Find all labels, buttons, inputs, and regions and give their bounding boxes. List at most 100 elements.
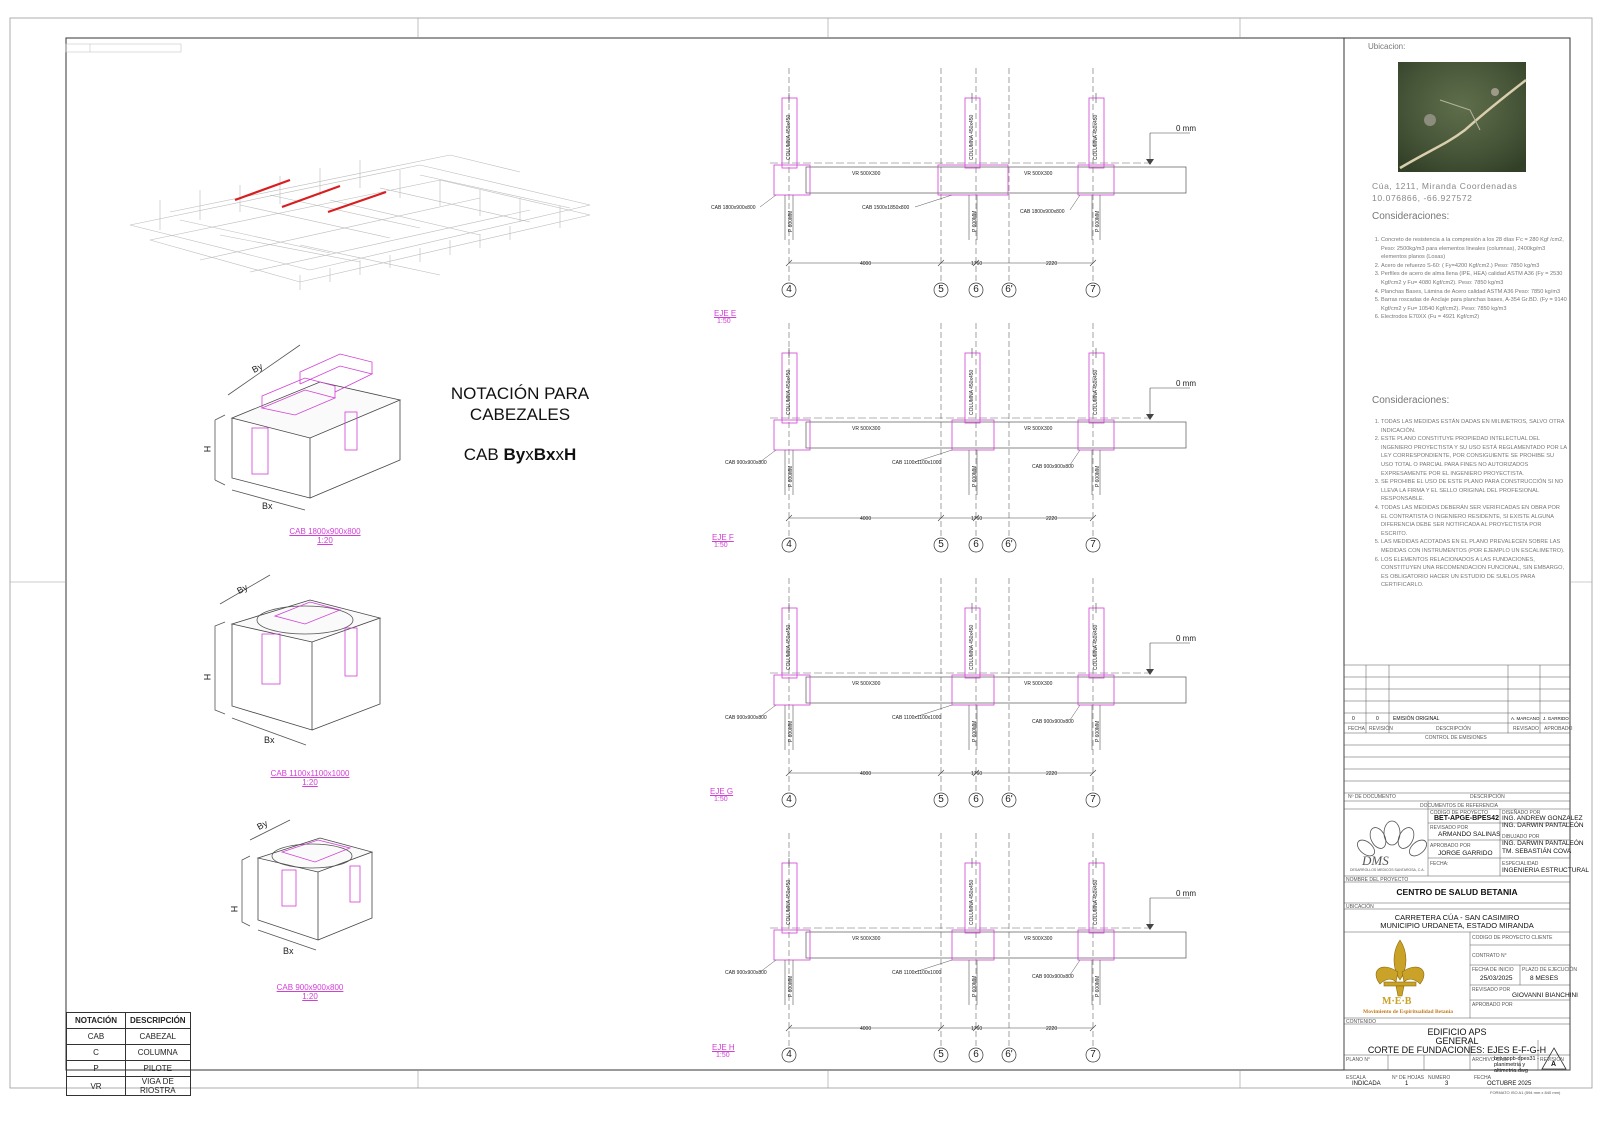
axis-bubble bbox=[1085, 537, 1101, 553]
emission-revisado: A. MARCANO bbox=[1511, 716, 1540, 721]
beam-label: VR 500X300 bbox=[1024, 936, 1053, 942]
column-label: COLUMNA 450x450 bbox=[969, 624, 975, 670]
axis-label: 7 bbox=[1090, 284, 1096, 295]
revision-triangle-icon bbox=[1541, 1047, 1567, 1070]
dimension-tick bbox=[1089, 1024, 1097, 1032]
legend-cell: PILOTE bbox=[125, 1060, 191, 1077]
axis-label: 4 bbox=[786, 539, 792, 550]
span-label: 2220 bbox=[1046, 516, 1058, 522]
emission-description: EMISIÓN ORIGINAL bbox=[1393, 716, 1440, 722]
revisado-value: ARMANDO SALINAS bbox=[1438, 831, 1501, 838]
emission-fecha: 0 bbox=[1352, 716, 1355, 722]
detail-3-scale: 1:20 bbox=[302, 992, 318, 1001]
dimension-tick bbox=[785, 259, 793, 267]
axis-label: 4 bbox=[786, 284, 792, 295]
dimension-tick bbox=[1089, 769, 1097, 777]
axis-bubble bbox=[968, 537, 984, 553]
dibujado-1: ING. DARWIN PANTALEÓN bbox=[1502, 840, 1584, 847]
section-3 bbox=[759, 833, 1190, 1063]
coords-line2: 10.076866, -66.927572 bbox=[1372, 193, 1473, 203]
list-item: Perfiles de acero de alma llena (IPE, HE… bbox=[1381, 270, 1567, 287]
archivo-label: ARCHIVO CAD bbox=[1472, 1057, 1507, 1063]
level-label: 0 mm bbox=[1176, 634, 1196, 643]
column bbox=[964, 607, 981, 679]
cabezal bbox=[773, 164, 811, 196]
project-name: CENTRO DE SALUD BETANIA bbox=[1396, 887, 1518, 897]
contenido-line2: GENERAL bbox=[1435, 1036, 1479, 1046]
section-scale: 1:50 bbox=[717, 318, 731, 325]
axis-label: 7 bbox=[1090, 539, 1096, 550]
span-label: 4000 bbox=[860, 516, 872, 522]
span-label: 4000 bbox=[860, 1026, 872, 1032]
consideraciones-1-title: Consideraciones: bbox=[1372, 211, 1450, 222]
column-label: COLUMNA 450x450 bbox=[786, 369, 792, 415]
dimension-tick bbox=[785, 514, 793, 522]
axis-label: 6' bbox=[1005, 1049, 1013, 1060]
contenido-label: CONTENIDO bbox=[1346, 1019, 1376, 1025]
pile-label: P 600MM bbox=[788, 210, 794, 232]
plazo-value: 8 MESES bbox=[1530, 975, 1559, 982]
leader-line bbox=[1069, 959, 1081, 976]
cabezal-right-label: CAB 900x900x800 bbox=[1032, 974, 1074, 980]
cod-cliente-label: CODIGO DE PROYECTO CLIENTE bbox=[1472, 935, 1553, 941]
beam-label: VR 500X300 bbox=[852, 171, 881, 177]
ubicacion-line1: CARRETERA CÚA - SAN CASIMIRO bbox=[1394, 913, 1520, 922]
ubicacion-line2: MUNICIPIO URDANETA, ESTADO MIRANDA bbox=[1380, 921, 1534, 930]
axis-label: 4 bbox=[786, 794, 792, 805]
aprobado2-label: APROBADO POR bbox=[1472, 1002, 1513, 1008]
sections-group bbox=[759, 68, 1190, 1063]
axis-bubble bbox=[781, 1047, 797, 1063]
contenido-line3: CORTE DE FUNDACIONES: EJES E-F-G-H bbox=[1367, 1045, 1547, 1055]
coords-line1: Cúa, 1211, Miranda Coordenadas bbox=[1372, 181, 1518, 191]
section-scale: 1:50 bbox=[716, 1052, 730, 1059]
fecha2-label: FECHA bbox=[1474, 1075, 1491, 1081]
cabezal-right-label: CAB 900x900x800 bbox=[1032, 464, 1074, 470]
hojas-label: N° DE HOJAS bbox=[1392, 1075, 1425, 1081]
fecha-inicio-value: 25/03/2025 bbox=[1480, 975, 1513, 982]
leader-line bbox=[759, 449, 777, 463]
column-label: COLUMNA 450x450 bbox=[1093, 114, 1099, 160]
leader-line bbox=[914, 959, 953, 973]
beam-label: VR 500X300 bbox=[1024, 426, 1053, 432]
cabezal-mid-label: CAB 1100x1100x1000 bbox=[892, 460, 942, 466]
formula-x2: x bbox=[555, 445, 564, 464]
axis-bubble bbox=[1001, 537, 1017, 553]
legend-cell: VR bbox=[66, 1076, 126, 1096]
section-title: EJE F bbox=[712, 533, 734, 542]
plano-label: PLANO N° bbox=[1346, 1057, 1370, 1063]
pile-label: P 600MM bbox=[788, 720, 794, 742]
cabezal-left-label: CAB 900x900x800 bbox=[725, 460, 767, 466]
leader-line bbox=[1069, 449, 1081, 466]
axis-label: 5 bbox=[938, 794, 944, 805]
coordinates-text: Cúa, 1211, Miranda Coordenadas 10.076866… bbox=[1372, 180, 1552, 204]
span-label: 2220 bbox=[1046, 1026, 1058, 1032]
axis-label: 6' bbox=[1005, 284, 1013, 295]
cabezal bbox=[773, 419, 811, 451]
dimension-tick bbox=[937, 514, 945, 522]
beam-vr bbox=[805, 166, 1187, 194]
span-label: 4000 bbox=[860, 771, 872, 777]
dimension-tick bbox=[972, 259, 980, 267]
cabezal-mid-label: CAB 1100x1100x1000 bbox=[892, 715, 942, 721]
detail-1-scale: 1:20 bbox=[317, 536, 333, 545]
level-label: 0 mm bbox=[1176, 889, 1196, 898]
leader-line bbox=[914, 194, 953, 208]
column-label: COLUMNA 450x450 bbox=[1093, 624, 1099, 670]
dim-bx-3: Bx bbox=[283, 946, 294, 956]
section-title: EJE G bbox=[710, 787, 734, 796]
axis-label: 5 bbox=[938, 1049, 944, 1060]
revision-value: A bbox=[1551, 1061, 1557, 1068]
leader-line bbox=[759, 959, 777, 973]
formula-bx: Bx bbox=[533, 445, 556, 464]
axis-bubble bbox=[781, 537, 797, 553]
axis-bubble bbox=[1001, 1047, 1017, 1063]
notation-title-line2: CABEZALES bbox=[469, 405, 571, 424]
column bbox=[781, 352, 798, 424]
dim-h-2: H bbox=[202, 673, 213, 681]
beam-label: VR 500X300 bbox=[1024, 681, 1053, 687]
legend-cell: CAB bbox=[66, 1028, 126, 1045]
